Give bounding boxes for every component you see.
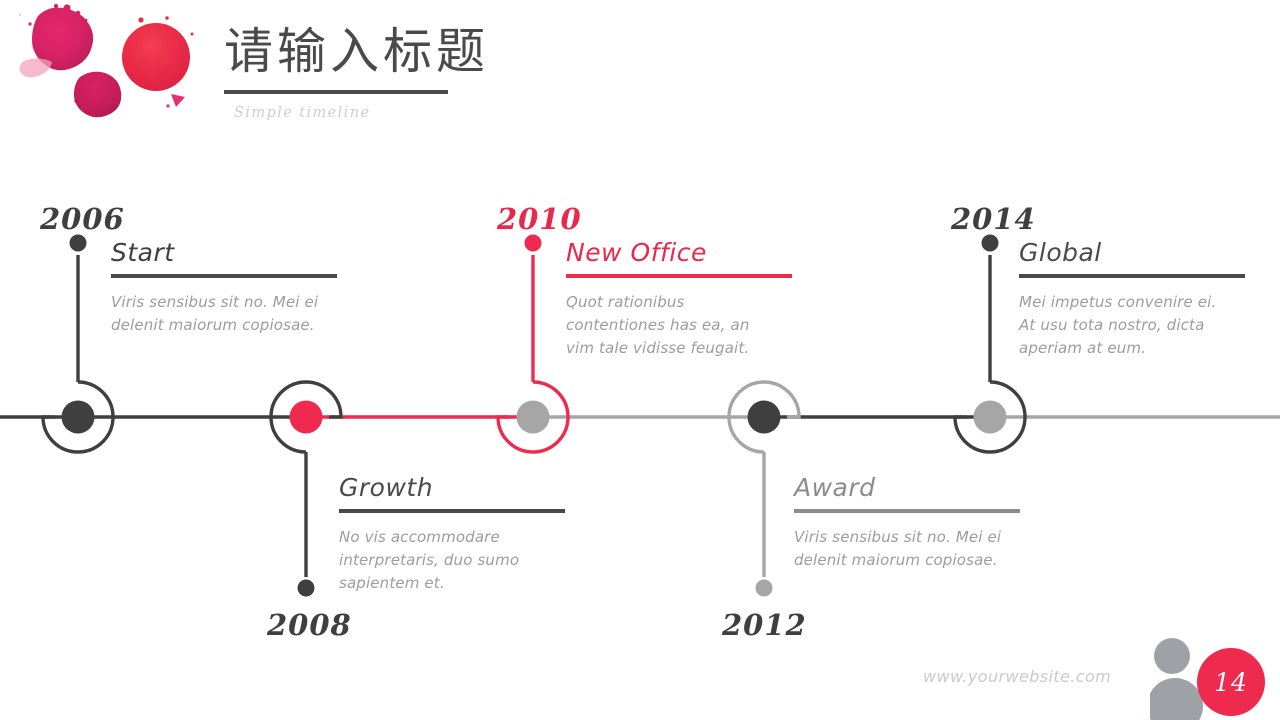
node-dot-2012 xyxy=(747,400,781,434)
timeline-heading-2006: Start xyxy=(111,238,175,267)
node-ring-2014 xyxy=(953,380,1027,454)
timeline-heading-2014: Global xyxy=(1019,238,1102,267)
node-ring-2008 xyxy=(269,380,343,454)
timeline-node-2014[interactable] xyxy=(953,234,1027,454)
timeline-heading-rule-2014 xyxy=(1019,274,1245,278)
stem-cap-2006 xyxy=(69,234,87,252)
timeline-body-2012: Viris sensibus sit no. Mei ei delenit ma… xyxy=(794,528,1002,569)
stem-cap-2014 xyxy=(981,234,999,252)
timeline-card-2014: Global Mei impetus convenire ei. At usu … xyxy=(1019,238,1271,360)
timeline-node-2010[interactable] xyxy=(496,234,570,454)
node-ring-2006 xyxy=(41,380,115,454)
timeline-card-2012: Award Viris sensibus sit no. Mei ei dele… xyxy=(794,473,1046,572)
website-url: www.yourwebsite.com xyxy=(923,667,1112,686)
timeline-card-2010: New Office Quot rationibus contentiones … xyxy=(566,238,818,360)
timeline-card-2006: Start Viris sensibus sit no. Mei ei dele… xyxy=(111,238,363,337)
timeline-year-2014: 2014 xyxy=(951,202,1036,236)
timeline-node-2006[interactable] xyxy=(41,234,115,454)
stem-cap-2008 xyxy=(297,579,315,597)
timeline-heading-rule-2008 xyxy=(339,509,565,513)
timeline-node-2012[interactable] xyxy=(727,380,801,597)
timeline-heading-rule-2012 xyxy=(794,509,1020,513)
node-dot-2010 xyxy=(516,400,550,434)
timeline-heading-rule-2010 xyxy=(566,274,792,278)
timeline-heading-2008: Growth xyxy=(339,473,434,502)
node-dot-2014 xyxy=(973,400,1007,434)
title-block: 请输入标题 Simple timeline xyxy=(224,23,644,122)
timeline-year-2012: 2012 xyxy=(722,608,807,642)
timeline-year-2010: 2010 xyxy=(497,202,582,236)
timeline-heading-2010: New Office xyxy=(566,238,707,267)
footer-circles-decoration xyxy=(1150,638,1203,720)
timeline-card-2008: Growth No vis accommodare interpretaris,… xyxy=(339,473,591,595)
stem-cap-2010 xyxy=(524,234,542,252)
page-number-badge: 14 xyxy=(1197,648,1265,716)
stem-cap-2012 xyxy=(755,579,773,597)
node-ring-2010 xyxy=(496,380,570,454)
timeline-body-2010: Quot rationibus contentiones has ea, an … xyxy=(566,293,750,357)
timeline-node-2008[interactable] xyxy=(269,380,343,597)
page-subtitle: Simple timeline xyxy=(234,105,371,122)
page-number-text: 14 xyxy=(1214,667,1248,697)
timeline-body-2008: No vis accommodare interpretaris, duo su… xyxy=(339,528,520,592)
timeline-year-2008: 2008 xyxy=(267,608,352,642)
timeline-heading-2012: Award xyxy=(794,473,876,502)
watercolor-splash-decoration xyxy=(18,4,194,118)
footer-circle-small xyxy=(1154,638,1190,674)
node-dot-2006 xyxy=(61,400,95,434)
timeline-heading-rule-2006 xyxy=(111,274,337,278)
timeline-body-2014: Mei impetus convenire ei. At usu tota no… xyxy=(1019,293,1217,357)
page-title: 请输入标题 xyxy=(224,23,490,80)
node-dot-2008 xyxy=(289,400,323,434)
node-ring-2012 xyxy=(727,380,801,454)
footer-circle-large xyxy=(1150,678,1203,720)
timeline-body-2006: Viris sensibus sit no. Mei ei delenit ma… xyxy=(111,293,319,334)
title-underline-rule xyxy=(224,90,448,95)
timeline-year-2006: 2006 xyxy=(40,202,125,236)
